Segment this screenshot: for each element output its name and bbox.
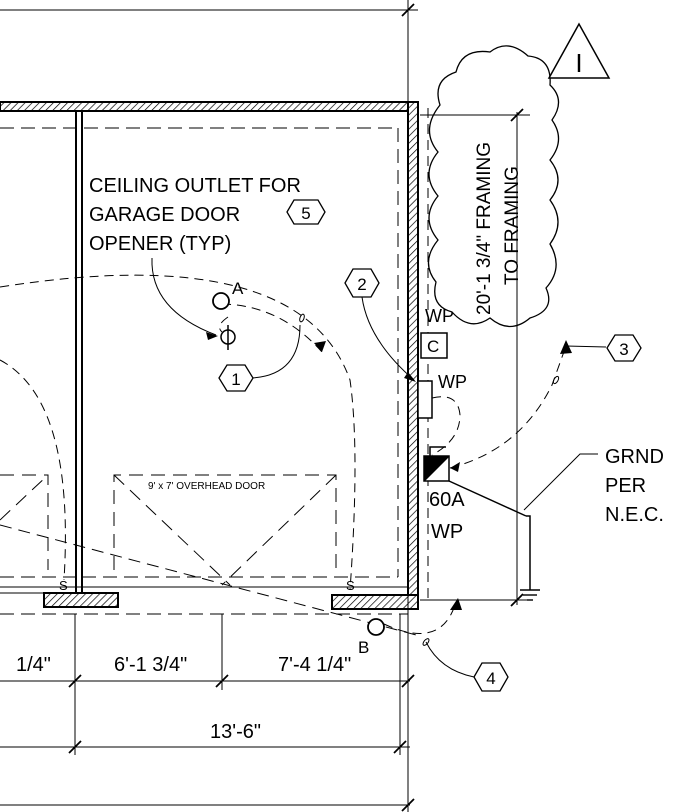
leader-note-to-outlet: [151, 257, 217, 336]
hex-tag-5: [286, 199, 326, 225]
wire-hash-4: [422, 638, 430, 646]
ceiling-outlet-note-2: GARAGE DOOR: [89, 204, 240, 226]
arrow-3: [560, 340, 572, 354]
wire-hash: [299, 313, 305, 323]
panel-amps-label: 60A: [429, 489, 465, 511]
revision-delta: [547, 22, 611, 79]
device-box-c: [420, 332, 448, 359]
dimension-mid: 6'-1 3/4": [114, 654, 187, 676]
right-wall: [407, 101, 419, 605]
switch-s1: S: [59, 578, 68, 593]
walls: [0, 101, 419, 610]
leader-hex-4: [425, 641, 475, 678]
wiring: [0, 274, 567, 634]
hex-tag-4-label: 4: [486, 669, 495, 688]
revision-cloud: [427, 45, 560, 328]
overhead-door: [0, 474, 337, 586]
hex-tag-5-label: 5: [301, 204, 310, 223]
ceiling-outlet-a: [212, 292, 230, 310]
pier-right: [331, 594, 419, 610]
ceiling-outlet-note-1: CEILING OUTLET FOR: [89, 175, 301, 197]
outlet-a-label: A: [232, 279, 244, 298]
leader-2-arrow: [404, 372, 416, 382]
leader-hex-2: [361, 296, 415, 381]
dimension-lines: [0, 0, 530, 812]
wire-hash-3: [552, 375, 560, 385]
hex-tag-2-label: 2: [357, 275, 366, 294]
partition-wall: [75, 110, 83, 595]
wp-receptacle-box: [417, 380, 433, 419]
duplex-receptacle-icon: [220, 325, 236, 350]
leader-hex-3: [565, 345, 607, 348]
top-wall: [0, 101, 419, 112]
hex-tag-1: [218, 364, 254, 392]
hex-tag-3-label: 3: [619, 340, 628, 359]
hex-tag-2: [344, 268, 380, 298]
hex-tag-4: [473, 662, 509, 692]
door-label: 9' x 7' OVERHEAD DOOR: [148, 481, 265, 492]
arrow-outlet: [314, 341, 326, 352]
wire-to-outlet-a: [221, 303, 323, 353]
dimension-ticks: [68, 3, 524, 812]
arrow-4: [450, 598, 462, 610]
ground-note-3: N.E.C.: [605, 504, 664, 526]
dimension-right: 7'-4 1/4": [278, 654, 351, 676]
dimension-left-partial: 1/4": [16, 654, 51, 676]
wire-a-to-c: [219, 316, 229, 333]
wire-b-to-4: [383, 604, 456, 634]
outlet-b-label: B: [358, 638, 369, 657]
hex-tag-3: [606, 334, 642, 362]
ceiling-outlet-note-3: OPENER (TYP): [89, 233, 231, 255]
wire-wp-loop: [431, 396, 461, 456]
ground-note-1: GRND: [605, 446, 664, 468]
leader-hex-1: [251, 324, 301, 379]
panel-wp-label: WP: [431, 521, 463, 543]
vertical-dimension-2: TO FRAMING: [502, 166, 523, 285]
dashed-diagonal: [0, 524, 421, 637]
leader-arrow: [206, 332, 218, 340]
ground-leader: [523, 453, 598, 511]
vertical-dimension-1: 20'-1 3/4" FRAMING: [474, 142, 495, 315]
revision-delta-label: I: [575, 48, 582, 78]
wire-panel-to-3: [449, 345, 567, 469]
box-c-label: C: [427, 337, 439, 356]
wp-label-2: WP: [438, 372, 467, 392]
ground-note-2: PER: [605, 475, 646, 497]
hex-tag-1-label: 1: [231, 370, 240, 389]
big-swing-arc: [0, 274, 356, 591]
arrow-panel: [450, 462, 460, 472]
switch-s2: S: [346, 578, 355, 593]
pier-left: [43, 592, 119, 608]
outlet-b: [367, 618, 385, 636]
dimension-total: 13'-6": [210, 721, 261, 743]
wp-label-1: WP: [425, 306, 454, 326]
panel-60a: [423, 446, 531, 590]
left-swing-arc: [0, 359, 66, 581]
